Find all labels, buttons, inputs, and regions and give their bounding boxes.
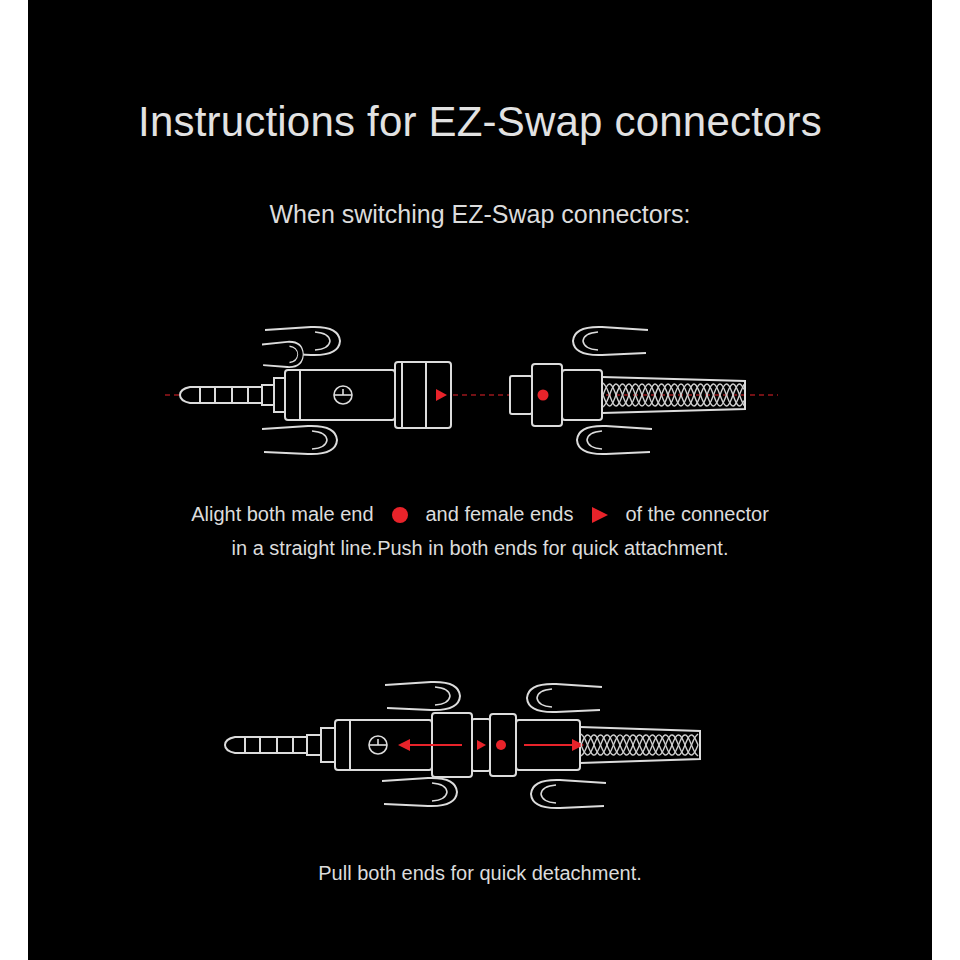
fingers — [382, 778, 457, 806]
pull-arrows — [398, 739, 584, 751]
male-connector — [274, 378, 285, 412]
label-text: of the connector — [625, 503, 768, 526]
male-connector — [401, 362, 403, 428]
fingers — [531, 780, 606, 808]
instruction-line: Alight both male end and female ends of … — [0, 503, 960, 526]
female-connector — [538, 390, 549, 401]
instruction-line: in a straight line.Push in both ends for… — [0, 537, 960, 560]
joined-connector — [259, 737, 261, 753]
red-dot-symbol — [392, 507, 408, 523]
joined-connector — [472, 719, 490, 771]
fingers — [262, 426, 337, 454]
joined-connector — [477, 740, 486, 750]
joined-connector — [580, 727, 700, 763]
joined-connector — [490, 714, 516, 776]
female-connector — [532, 364, 562, 426]
joined-connector — [276, 737, 278, 753]
joined-connector — [225, 737, 245, 753]
red-dot-symbol — [390, 505, 410, 525]
label-text: in a straight line.Push in both ends for… — [232, 537, 729, 559]
fingers — [262, 327, 652, 454]
fingers — [262, 342, 303, 367]
joined-connector — [321, 728, 335, 762]
female-connector — [562, 370, 602, 420]
joined-connector — [349, 720, 351, 770]
label-text: When switching EZ-Swap connectors: — [269, 200, 690, 228]
cable-strand — [581, 735, 698, 755]
fingers — [382, 682, 606, 808]
pull-arrows — [524, 744, 574, 746]
braided-cable — [581, 383, 744, 756]
male-connector — [231, 387, 233, 403]
male-connector — [334, 386, 352, 404]
male-connector — [436, 389, 447, 401]
male-connector — [247, 387, 249, 403]
subtitle-line: When switching EZ-Swap connectors: — [0, 200, 960, 229]
female-connector — [602, 377, 745, 413]
label-text: Alight both male end — [191, 503, 373, 526]
male-connector — [180, 387, 200, 403]
cable-strand — [581, 734, 698, 756]
joined-connector — [516, 720, 580, 770]
pull-arrows — [398, 739, 410, 751]
fingers — [577, 426, 652, 454]
label-text: and female ends — [426, 503, 574, 526]
male-connector — [299, 370, 301, 420]
female-connector — [510, 364, 745, 426]
male-connector — [395, 362, 451, 428]
cable-strand — [603, 383, 744, 406]
fingers — [527, 684, 602, 712]
red-triangle-symbol — [589, 505, 609, 525]
cable-strand — [581, 734, 698, 756]
female-connector — [510, 376, 532, 414]
joined-connector — [225, 713, 700, 777]
male-connector — [200, 387, 262, 403]
joined-connector — [496, 740, 506, 750]
label-text: Pull both ends for quick detachment. — [318, 862, 642, 884]
male-connector — [262, 385, 274, 405]
joined-connector — [292, 737, 294, 753]
cable-strand — [581, 735, 698, 755]
instruction-line: Pull both ends for quick detachment. — [0, 862, 960, 885]
male-connector — [180, 362, 451, 428]
red-triangle-symbol — [592, 507, 608, 523]
male-connector — [285, 370, 395, 420]
title-text: Instructions for EZ-Swap connectors — [138, 98, 822, 145]
joined-connector — [307, 735, 321, 755]
title-text: Instructions for EZ-Swap connectors — [0, 98, 960, 146]
pull-arrows — [408, 744, 462, 746]
male-connector — [214, 387, 216, 403]
joined-connector — [369, 736, 387, 754]
male-connector — [425, 362, 427, 428]
fingers — [385, 682, 460, 710]
fingers — [573, 327, 648, 355]
joined-connector — [245, 737, 307, 753]
